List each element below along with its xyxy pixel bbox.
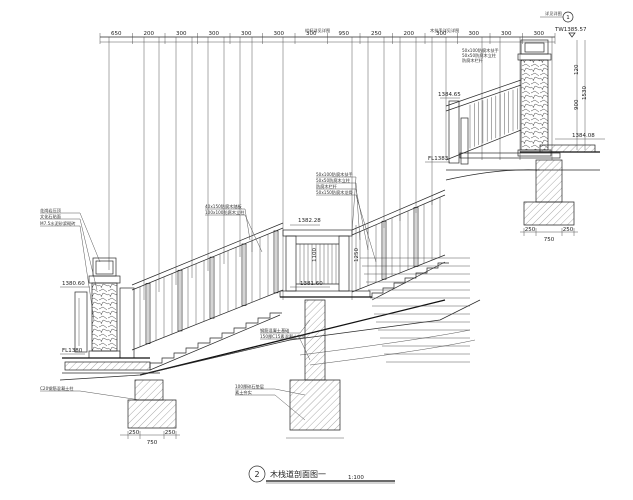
upper-railing bbox=[445, 79, 522, 165]
top-dimension-label: 300 bbox=[436, 31, 447, 37]
railing-post bbox=[145, 283, 151, 344]
annotation-note: C20钢筋混凝土柱 bbox=[40, 385, 74, 392]
top-dimension-label: 650 bbox=[111, 31, 122, 37]
lower-deck: 250 250 750 bbox=[62, 357, 180, 446]
annotation-note: 防腐木栏杆 bbox=[316, 183, 338, 190]
right-vdim-2: 900 bbox=[574, 99, 580, 110]
upper-note: 50x100防腐木扶手 bbox=[462, 47, 499, 54]
level-marker-icon bbox=[568, 32, 576, 38]
title-number: 2 bbox=[254, 470, 259, 479]
level-lower-floor: FL1380 bbox=[62, 348, 83, 354]
middle-footing bbox=[286, 299, 344, 439]
annotation-note: 50x100防腐木扶手 bbox=[316, 171, 353, 178]
annotation-note: 50x150防腐木龙骨 bbox=[316, 189, 353, 196]
railing-post bbox=[273, 230, 279, 294]
annotation-note: 50x50防腐木立柱 bbox=[316, 177, 351, 184]
railing-note: 栏杆详见详图 bbox=[305, 27, 330, 34]
annotation-note: 40x150防腐木踏板 bbox=[205, 203, 243, 210]
upper-note: 防腐木栏杆 bbox=[462, 57, 484, 64]
top-dimension-label: 200 bbox=[404, 31, 415, 37]
top-dimension-label: 950 bbox=[339, 31, 350, 37]
right-vertical-dims: 120 900 1530 bbox=[574, 40, 588, 150]
annotation-note: 150厚C15素混凝土垫层 bbox=[260, 333, 306, 340]
upper-stone-pillar bbox=[517, 39, 552, 157]
upper-footing-dim-2: 250 bbox=[563, 227, 574, 233]
railing-note: 木扶手详见详图 bbox=[430, 27, 459, 34]
upper-deck bbox=[445, 144, 600, 181]
annotation-note: 100x100防腐木立柱 bbox=[205, 209, 245, 216]
railing-post bbox=[381, 220, 387, 280]
annotation-note: 文化石贴面 bbox=[40, 213, 61, 220]
mid-vertical-dims: 1250 1100 bbox=[312, 225, 360, 290]
railing-post bbox=[413, 207, 419, 267]
level-mid-landing: 1382.28 bbox=[298, 218, 321, 224]
lower-footing-dim-3: 750 bbox=[147, 440, 158, 446]
top-dimension-label: 300 bbox=[306, 31, 317, 37]
level-upper-floor: FL1383 bbox=[428, 156, 449, 162]
top-dimension-label: 300 bbox=[534, 31, 545, 37]
annotation-note: M7.5水泥砂浆砌砖 bbox=[40, 220, 75, 227]
level-lower-pillar: 1380.60 bbox=[62, 281, 85, 287]
section-circle-icon bbox=[248, 465, 266, 483]
level-top-right: TW1385.57 bbox=[554, 27, 587, 33]
section-tag-label: 详见详图 bbox=[545, 10, 562, 17]
level-upper-left: 1384.65 bbox=[438, 92, 461, 98]
lower-stone-pillar bbox=[74, 257, 135, 359]
drawing-title: 2 木栈道剖面图一 1:100 bbox=[248, 465, 395, 484]
top-dimension-label: 300 bbox=[176, 31, 187, 37]
level-mid-deck: 1381.60 bbox=[300, 281, 323, 287]
railing-post bbox=[241, 243, 247, 306]
annotation-notes: 50x100防腐木扶手50x50防腐木立柱防腐木栏杆50x150防腐木龙骨40x… bbox=[40, 27, 499, 421]
mid-vdim-1: 1250 bbox=[354, 248, 360, 262]
railing-post bbox=[177, 269, 183, 332]
upper-footing-dim-1: 250 bbox=[525, 227, 536, 233]
section-tag-number: 1 bbox=[566, 15, 570, 21]
mid-vdim-2: 1100 bbox=[312, 248, 318, 262]
top-dimension-label: 250 bbox=[371, 31, 382, 37]
upper-footing-dim-3: 750 bbox=[544, 237, 555, 243]
lower-footing-dim-2: 250 bbox=[165, 430, 176, 436]
top-dimension-label: 300 bbox=[209, 31, 220, 37]
upper-note: 50x50防腐木立柱 bbox=[462, 52, 497, 59]
annotation-note: 钢筋混凝土基础 bbox=[260, 327, 289, 334]
railing-post bbox=[209, 256, 215, 319]
top-dimension-label: 300 bbox=[469, 31, 480, 37]
section-tag: 1 详见详图 bbox=[540, 10, 574, 23]
level-upper-deck: 1384.08 bbox=[572, 133, 595, 139]
annotation-note: 素土夯实 bbox=[235, 389, 252, 396]
lower-footing-dim-1: 250 bbox=[129, 430, 140, 436]
ground-profile bbox=[59, 257, 481, 381]
upper-footing: 250 250 750 bbox=[520, 159, 578, 243]
level-markers: TW1385.57 1384.65 1384.08 FL1383 1382.28… bbox=[60, 27, 605, 355]
top-dimension-label: 300 bbox=[241, 31, 252, 37]
title-text: 木栈道剖面图一 bbox=[270, 469, 326, 479]
top-dimension-label: 200 bbox=[144, 31, 155, 37]
vertical-leaders bbox=[108, 37, 553, 300]
right-vdim-3: 1530 bbox=[582, 86, 588, 100]
stair-stringer bbox=[139, 261, 449, 376]
top-dimension-label: 300 bbox=[501, 31, 512, 37]
main-stair-railing bbox=[131, 189, 446, 351]
right-vdim-1: 120 bbox=[574, 64, 580, 75]
annotation-note: 100厚碎石垫层 bbox=[235, 383, 264, 390]
top-dimension-label: 300 bbox=[274, 31, 285, 37]
annotation-note: 花岗岩压顶 bbox=[40, 207, 62, 214]
title-scale: 1:100 bbox=[348, 475, 364, 481]
